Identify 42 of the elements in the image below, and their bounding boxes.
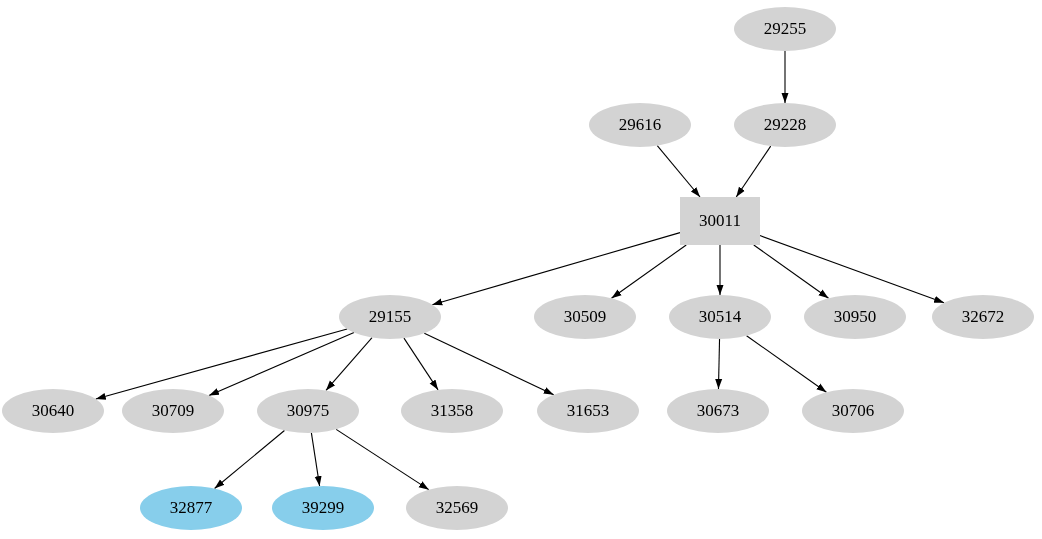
node-label: 32569 bbox=[435, 498, 479, 518]
ellipse-node bbox=[932, 295, 1034, 339]
arrow bbox=[403, 337, 439, 391]
arrow bbox=[753, 244, 830, 299]
node-label: 29616 bbox=[618, 115, 662, 135]
node-label: 39299 bbox=[301, 498, 345, 518]
arrow bbox=[431, 232, 681, 306]
node-label: 30509 bbox=[563, 307, 607, 327]
node-label: 30011 bbox=[699, 211, 741, 231]
arrow bbox=[214, 429, 285, 490]
node-label: 31358 bbox=[430, 401, 474, 421]
arrow bbox=[715, 338, 723, 390]
arrow bbox=[610, 244, 687, 299]
arrow bbox=[335, 428, 430, 491]
node-label: 30640 bbox=[31, 401, 75, 421]
arrow bbox=[781, 50, 789, 104]
node-label: 32672 bbox=[961, 307, 1005, 327]
node-label: 29155 bbox=[368, 307, 412, 327]
node-label: 29228 bbox=[763, 115, 807, 135]
ellipse-node bbox=[339, 295, 441, 339]
arrow bbox=[208, 332, 355, 396]
node-label: 30709 bbox=[151, 401, 195, 421]
arrow bbox=[759, 235, 945, 304]
node-label: 32877 bbox=[169, 498, 213, 518]
arrow bbox=[746, 335, 827, 393]
ellipse-node bbox=[2, 389, 104, 433]
arrow bbox=[310, 432, 322, 487]
node-label: 31653 bbox=[566, 401, 610, 421]
arrow bbox=[423, 332, 555, 396]
arrow bbox=[716, 244, 724, 296]
node-label: 30950 bbox=[833, 307, 877, 327]
node-label: 30975 bbox=[286, 401, 330, 421]
node-label: 30673 bbox=[696, 401, 740, 421]
node-label: 29255 bbox=[763, 19, 807, 39]
arrow bbox=[656, 145, 701, 198]
arrow bbox=[325, 337, 373, 391]
ellipse-node bbox=[122, 389, 224, 433]
process-box bbox=[680, 197, 760, 245]
arrow bbox=[735, 145, 772, 198]
node-label: 30514 bbox=[698, 307, 742, 327]
node-label: 30706 bbox=[831, 401, 875, 421]
arrow bbox=[95, 328, 348, 400]
